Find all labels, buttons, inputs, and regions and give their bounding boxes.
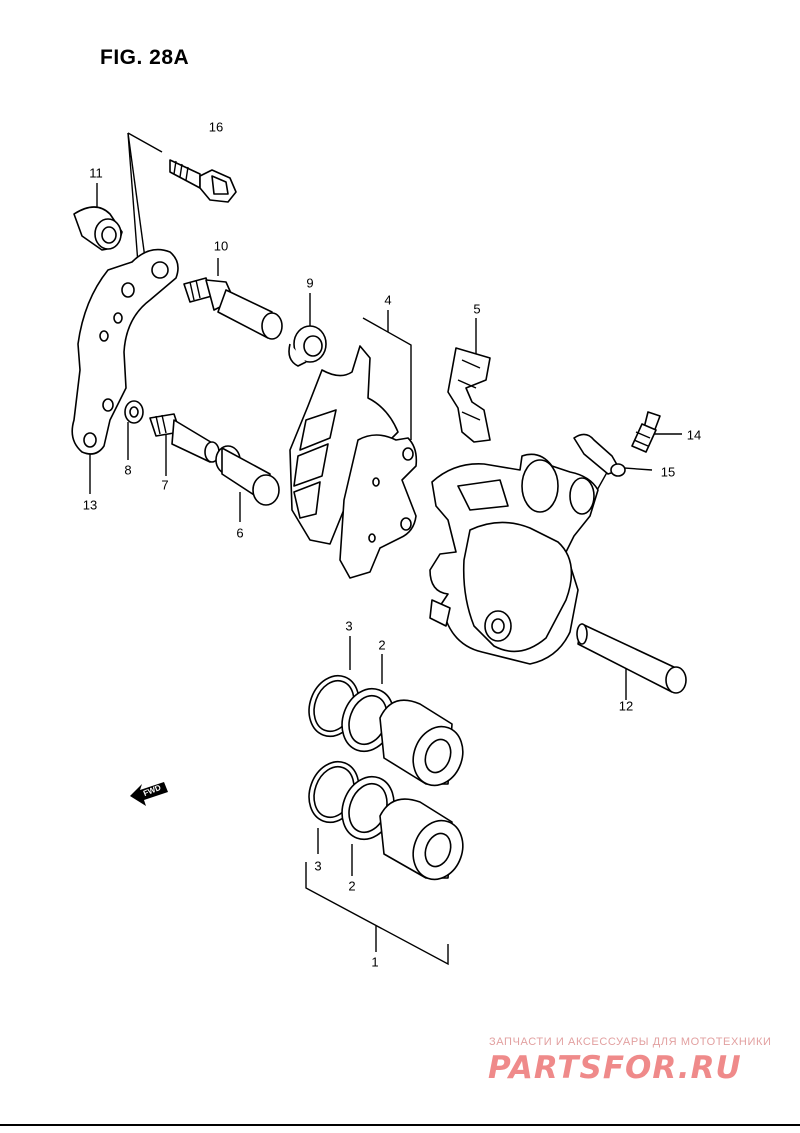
callout-16: 16: [208, 119, 224, 135]
forward-arrow-icon: [130, 782, 168, 806]
part-4-pad-outer: [339, 434, 418, 579]
callout-13: 13: [82, 497, 98, 513]
part-15-cap: [573, 433, 626, 477]
callout-8: 8: [124, 462, 132, 478]
callout-3-upper: 3: [345, 618, 353, 634]
part-5-pad-spring: [447, 347, 491, 443]
figure-title: FIG. 28A: [100, 46, 190, 69]
callout-5: 5: [473, 301, 481, 317]
watermark-logo: PARTSFOR.RU: [488, 1050, 742, 1086]
callout-3-lower: 3: [314, 858, 322, 874]
callout-2-lower: 2: [348, 878, 356, 894]
part-14-bleeder: [631, 411, 661, 453]
watermark-tagline: ЗАПЧАСТИ И АКСЕССУАРЫ ДЛЯ МОТОТЕХНИКИ: [489, 1036, 772, 1048]
callout-6: 6: [236, 525, 244, 541]
callout-14: 14: [686, 427, 702, 443]
part-7-pin: [149, 413, 220, 463]
callout-12: 12: [618, 698, 634, 714]
caliper-body: [429, 453, 599, 665]
part-4-pad-inner: [289, 345, 399, 545]
callout-1: 1: [371, 954, 379, 970]
piston-upper: [379, 699, 464, 787]
callout-15: 15: [660, 464, 676, 480]
part-13-bracket: [71, 248, 179, 455]
callout-10: 10: [213, 238, 229, 254]
part-11-sleeve: [73, 206, 123, 251]
callout-11: 11: [89, 165, 103, 181]
callout-2-upper: 2: [378, 637, 386, 653]
part-8-washer: [124, 400, 144, 424]
piston-lower: [379, 798, 464, 881]
seal-2-upper: [341, 687, 395, 753]
frame-bottom-border: [0, 1124, 800, 1126]
callout-4: 4: [384, 292, 392, 308]
part-16-bolt: [169, 159, 237, 203]
callout-9: 9: [306, 275, 314, 291]
callout-7: 7: [161, 477, 169, 493]
part-10-pin-bolt: [183, 277, 283, 340]
part-9-boot: [288, 325, 327, 367]
part-12-slide-pin: [576, 623, 687, 694]
part-6-boot: [215, 445, 280, 506]
